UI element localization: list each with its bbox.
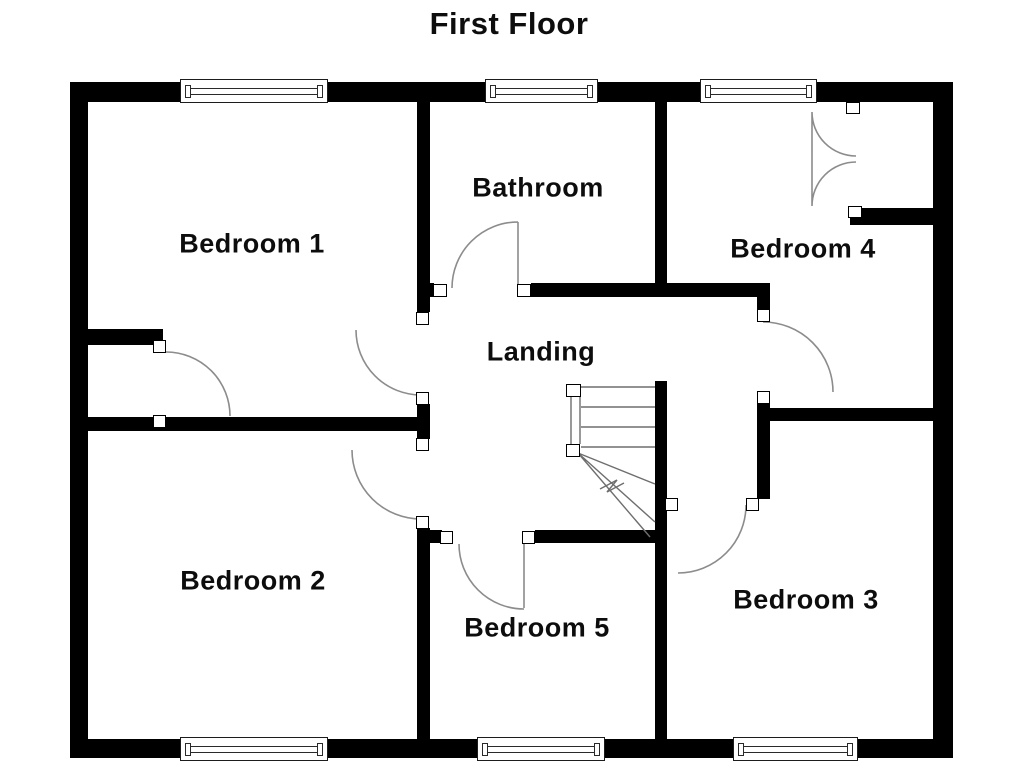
stair-newel-bottom <box>566 444 580 457</box>
jamb-bathroom-right <box>517 284 531 297</box>
stair-winders <box>577 452 656 538</box>
window-bedroom1 <box>180 79 328 103</box>
room-label-bedroom5: Bedroom 5 <box>464 612 610 643</box>
wall-bedroom2-right <box>417 528 430 739</box>
room-label-bathroom: Bathroom <box>472 172 604 203</box>
jamb-closet-bottom <box>848 206 862 218</box>
wall-bedroom4-door-foot <box>757 403 770 499</box>
jamb-closet-top <box>846 102 860 114</box>
room-label-bedroom3: Bedroom 3 <box>733 584 879 615</box>
room-label-bedroom1: Bedroom 1 <box>179 228 325 259</box>
jamb-bedroom5-right <box>522 531 535 544</box>
window-frame-end <box>587 84 593 98</box>
door-arcs-closet <box>811 111 857 207</box>
window-frame-end <box>482 742 488 756</box>
door-arc-bedroom3 <box>677 504 747 574</box>
jamb-bedroom2-top <box>416 438 429 451</box>
wall-bathroom-bottom <box>531 283 770 297</box>
wall-bathroom-stub-left <box>417 283 434 297</box>
door-arc-bedroom1 <box>355 329 422 396</box>
door-arc-cupboard <box>165 351 231 417</box>
window-frame-end <box>594 742 600 756</box>
window-frame-end <box>317 742 323 756</box>
jamb-cupboard-top <box>153 340 166 353</box>
jamb-bedroom1-top <box>416 312 429 325</box>
window-bedroom2 <box>180 737 328 761</box>
wall-bedroom5-top <box>535 530 667 543</box>
stair-newel-top <box>566 384 581 397</box>
wall-bedroom5-stub-left <box>430 530 442 543</box>
jamb-bathroom-left <box>433 284 447 297</box>
wall-bedroom4-bedroom3 <box>770 408 933 421</box>
window-frame-end <box>317 84 323 98</box>
window-frame-end <box>806 84 812 98</box>
staircase <box>570 386 656 538</box>
stair-break-mark <box>599 479 625 493</box>
window-bedroom4 <box>700 79 817 103</box>
door-arc-bathroom <box>451 221 519 289</box>
window-glazing <box>740 745 851 753</box>
window-glazing <box>484 745 598 753</box>
wall-stairs-bedroom3 <box>655 381 667 739</box>
window-glazing <box>492 87 591 95</box>
window-glazing <box>707 87 810 95</box>
room-label-landing: Landing <box>486 336 596 367</box>
window-frame-end <box>738 742 744 756</box>
jamb-cupboard-bottom <box>153 415 166 428</box>
jamb-bedroom4-top <box>757 309 770 322</box>
room-label-bedroom4: Bedroom 4 <box>730 233 876 264</box>
door-arc-bedroom5 <box>458 543 525 610</box>
window-glazing <box>187 745 321 753</box>
wall-bedroom1-bathroom <box>417 102 430 312</box>
jamb-bedroom5-left <box>440 531 453 544</box>
wall-bedroom2-stub-top <box>417 431 430 439</box>
stair-rails <box>570 397 581 444</box>
stair-treads <box>581 386 655 448</box>
window-bathroom <box>485 79 598 103</box>
window-frame-end <box>490 84 496 98</box>
window-frame-end <box>185 742 191 756</box>
window-frame-end <box>705 84 711 98</box>
wall-bedroom4-door-head <box>757 296 770 310</box>
jamb-bedroom3-left <box>665 498 678 511</box>
wall-closet-bottom <box>850 208 933 225</box>
wall-outer-right <box>933 82 953 758</box>
window-bedroom5 <box>477 737 605 761</box>
window-frame-end <box>185 84 191 98</box>
jamb-bedroom4-bottom <box>757 391 770 404</box>
wall-bedroom1-door-foot <box>417 404 430 418</box>
jamb-bedroom3-right <box>746 498 759 511</box>
wall-bathroom-bedroom4 <box>655 102 667 283</box>
wall-cupboard-stub <box>88 329 163 345</box>
door-arc-bedroom4 <box>762 321 834 393</box>
jamb-bedroom1-bottom <box>416 392 429 405</box>
room-label-bedroom2: Bedroom 2 <box>180 565 326 596</box>
window-glazing <box>187 87 321 95</box>
door-arc-bedroom2 <box>351 449 422 520</box>
window-frame-end <box>847 742 853 756</box>
jamb-bedroom2-bottom <box>416 516 429 529</box>
window-bedroom3 <box>733 737 858 761</box>
page-title: First Floor <box>429 6 589 41</box>
